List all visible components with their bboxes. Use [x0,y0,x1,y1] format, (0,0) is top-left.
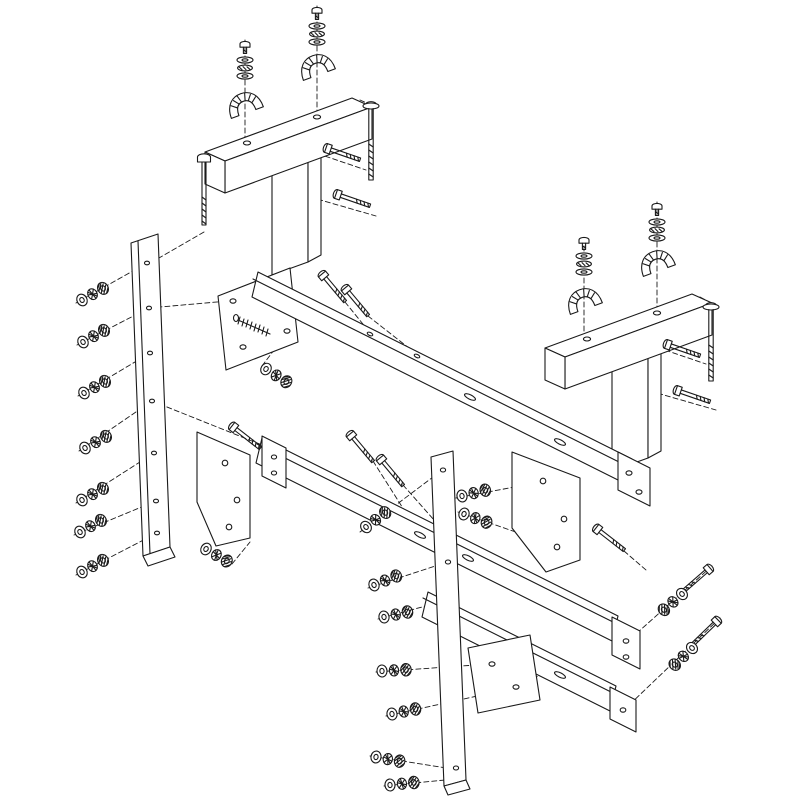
bar-foot [443,779,471,796]
gusset-hole [539,477,547,485]
side-channel-left [130,233,176,567]
bracket-hole [312,114,322,120]
gusset-plate-right [511,451,581,573]
gusset-hole [560,515,568,523]
channel-face [130,233,171,557]
center-vertical-bar [430,450,471,796]
saddle-clamp [296,49,336,81]
flange-hole [625,470,633,476]
washer-nut-stack [457,506,493,529]
plate-face [467,634,541,714]
drawing-root [73,5,724,796]
tower-bracket-end [544,347,566,390]
mount-tower-right [544,293,713,472]
bracket-hole [652,310,662,316]
channel-hole [146,350,154,356]
gusset-plate-left [196,431,251,547]
member-end-flange [617,451,651,507]
member-end-plate [261,435,287,489]
channel-bend-line [137,240,151,555]
washer-nut-stack [386,702,422,721]
channel-hole [152,498,160,504]
washer-nut-stack [73,512,109,539]
member-slot [413,531,427,539]
washer-nut-stack [76,322,112,349]
bar-hole [439,467,447,473]
channel-hole [145,305,153,311]
flange-hole [622,654,630,660]
washer-nut-stack [456,483,492,503]
clamp-washer-stack [648,218,666,242]
washer-nut-stack [258,361,294,390]
washer-nut-stack [378,605,414,624]
washer-nut-stack [384,776,419,792]
washer-nut-stack [370,750,406,768]
lower-plate [467,634,541,714]
end-plate-hole [270,454,278,460]
hex-bolt [344,428,378,466]
tower-post-side [307,144,322,263]
flange-hole [622,638,630,644]
channel-hole [143,260,151,266]
member-hole [366,331,374,337]
upper-crossmember [251,271,651,507]
gusset-hole [221,459,229,467]
washer-nut-stack [656,586,690,618]
flange-hole [619,707,627,713]
flange-hole [635,489,643,495]
channel-hole [153,530,161,536]
gusset-hole [553,543,561,551]
gusset-face [196,431,251,547]
clamp-washer-stack [575,252,593,276]
gusset-face [511,451,581,573]
end-plate-hole [270,470,278,476]
saddle-clamp [636,245,676,277]
washer-nut-stack [377,663,412,677]
gusset-hole [225,523,233,531]
washer-nut-stack [78,428,114,455]
channel-hole [148,398,156,404]
washer-nut-stack [667,640,700,673]
threaded-stud [232,313,271,337]
saddle-clamp [224,87,264,119]
bracket-hole [242,140,252,146]
washer-nut-stack [77,373,113,400]
clamp-washer-stack [308,22,326,46]
washer-nut-stack [75,480,111,507]
washer-nut-stack [367,568,403,592]
plate-hole [283,328,291,334]
clamp-washer-stack [236,56,254,80]
plate-hole [239,344,247,350]
leader-left-column [73,262,263,576]
member-end-flange [609,686,637,733]
bracket-hole [582,336,592,342]
plate-hole [229,298,237,304]
channel-hole [150,450,158,456]
channel-foot [142,546,176,567]
mount-tower-left [204,97,373,276]
leader-tower-centerlines [244,5,658,337]
plate-hole [512,684,520,690]
member-slot [553,671,567,679]
member-slot [461,554,475,562]
saddle-clamp [563,283,603,315]
hex-bolt [590,522,628,555]
member-hole [413,353,421,359]
parts [130,97,713,796]
tower-post-side [647,340,662,459]
bar-hole [444,559,452,565]
washer-nut-stack [75,552,111,579]
hex-bolt [339,282,373,320]
plate-hole [488,661,496,667]
member-slot [553,438,567,446]
member-slot [463,393,477,401]
washer-nut-stack [75,280,111,307]
hex-bolt [331,188,373,211]
member-bend-line [252,278,628,467]
leader-tower-misc [151,99,717,411]
bar-hole [452,765,460,771]
gusset-hole [233,496,241,504]
